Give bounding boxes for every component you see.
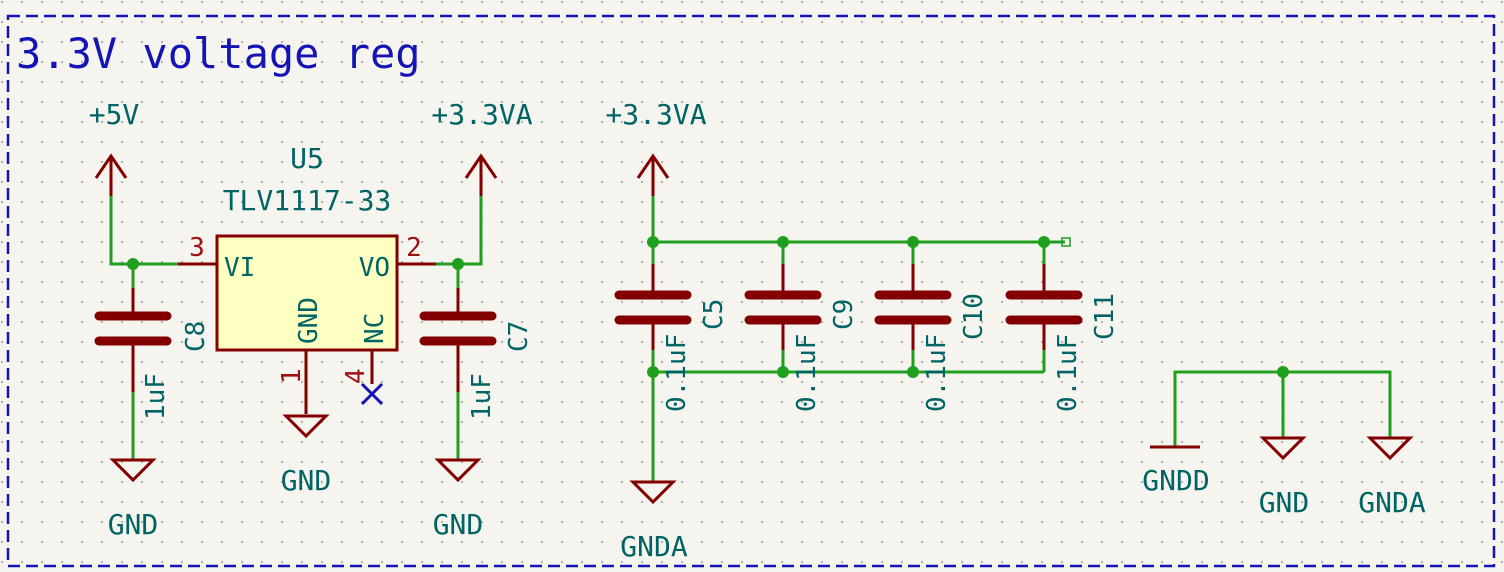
pin-name-gnd: GND xyxy=(294,297,324,344)
pin-number-vi: 3 xyxy=(189,233,205,263)
ground-symbol-gnd-tie[interactable]: GND xyxy=(1259,436,1310,519)
junction-dec-bot-c5 xyxy=(647,366,659,378)
capacitor-c9[interactable]: C9 0.1uF xyxy=(744,242,859,412)
power-port-33va-dec[interactable]: +3.3VA xyxy=(605,98,707,196)
capacitor-c10-value: 0.1uF xyxy=(922,334,952,412)
junction-ground-tie xyxy=(1277,366,1289,378)
capacitor-c5[interactable]: C5 0.1uF xyxy=(614,242,729,412)
capacitor-c7-ref: C7 xyxy=(504,321,534,352)
wire-end-marker xyxy=(1061,237,1071,247)
power-port-33va-dec-label: +3.3VA xyxy=(605,98,706,131)
pin-number-gnd: 1 xyxy=(277,368,307,384)
ground-label-c8: GND xyxy=(108,508,159,541)
ground-label-gndd: GNDD xyxy=(1142,464,1209,497)
junction-dec-top-c10 xyxy=(907,236,919,248)
junction-dec-bot-c9 xyxy=(777,366,789,378)
ground-label-gnd-tie: GND xyxy=(1259,486,1310,519)
pin-number-vo: 2 xyxy=(406,233,422,263)
capacitor-c9-value: 0.1uF xyxy=(792,334,822,412)
pin-number-nc: 4 xyxy=(341,368,371,384)
ground-label-u5: GND xyxy=(281,464,332,497)
capacitor-c8-ref: C8 xyxy=(181,321,211,352)
capacitor-c7-value: 1uF xyxy=(467,373,497,420)
junction-dec-bot-c10 xyxy=(907,366,919,378)
capacitor-c10-ref: C10 xyxy=(959,293,989,340)
regulator-u5[interactable]: U5 TLV1117-33 VI VO GND NC 3 2 1 4 xyxy=(178,142,436,414)
ground-label-c7: GND xyxy=(433,508,484,541)
ground-symbol-gnda-tie[interactable]: GNDA xyxy=(1358,436,1426,519)
ground-label-gnda-tie: GNDA xyxy=(1358,486,1426,519)
ground-label-gnda-dec: GNDA xyxy=(620,530,688,563)
capacitor-c11[interactable]: C11 0.1uF xyxy=(1005,242,1120,412)
ground-symbol-c7[interactable]: GND xyxy=(433,458,484,541)
capacitor-c11-value: 0.1uF xyxy=(1053,334,1083,412)
power-port-5v[interactable]: +5V xyxy=(89,98,140,196)
power-port-5v-label: +5V xyxy=(89,98,140,131)
wire-output-net[interactable] xyxy=(436,196,483,266)
pin-name-vo: VO xyxy=(359,253,390,283)
no-connect-marker xyxy=(360,382,384,406)
capacitor-c5-value: 0.1uF xyxy=(662,334,692,412)
capacitor-c11-ref: C11 xyxy=(1090,293,1120,340)
sheet-title: 3.3V voltage reg xyxy=(16,29,421,78)
pin-name-nc: NC xyxy=(360,313,390,344)
junction-dec-top-c5 xyxy=(647,236,659,248)
junction-5v xyxy=(127,258,139,270)
capacitor-c8[interactable]: C8 1uF xyxy=(94,288,211,420)
capacitor-c5-ref: C5 xyxy=(699,299,729,330)
pin-name-vi: VI xyxy=(224,253,255,283)
junction-dec-top-c11 xyxy=(1038,236,1050,248)
capacitor-c10[interactable]: C10 0.1uF xyxy=(874,242,989,412)
power-port-33va-reg[interactable]: +3.3VA xyxy=(431,98,533,196)
regulator-ref: U5 xyxy=(290,142,324,175)
sheet-border xyxy=(6,14,1496,568)
capacitor-c8-value: 1uF xyxy=(141,373,171,420)
ground-symbol-gndd[interactable]: GNDD xyxy=(1142,445,1210,497)
capacitor-c7[interactable]: C7 1uF xyxy=(419,288,534,420)
regulator-value: TLV1117-33 xyxy=(223,184,392,217)
ground-symbol-c8[interactable]: GND xyxy=(108,458,159,541)
wire-5v-net[interactable] xyxy=(109,196,178,266)
ground-symbol-gnda-dec[interactable]: GNDA xyxy=(620,480,688,563)
power-port-33va-reg-label: +3.3VA xyxy=(431,98,532,131)
junction-output xyxy=(452,258,464,270)
ground-symbol-u5[interactable]: GND xyxy=(281,414,332,497)
junction-dec-top-c9 xyxy=(777,236,789,248)
capacitor-c9-ref: C9 xyxy=(829,299,859,330)
